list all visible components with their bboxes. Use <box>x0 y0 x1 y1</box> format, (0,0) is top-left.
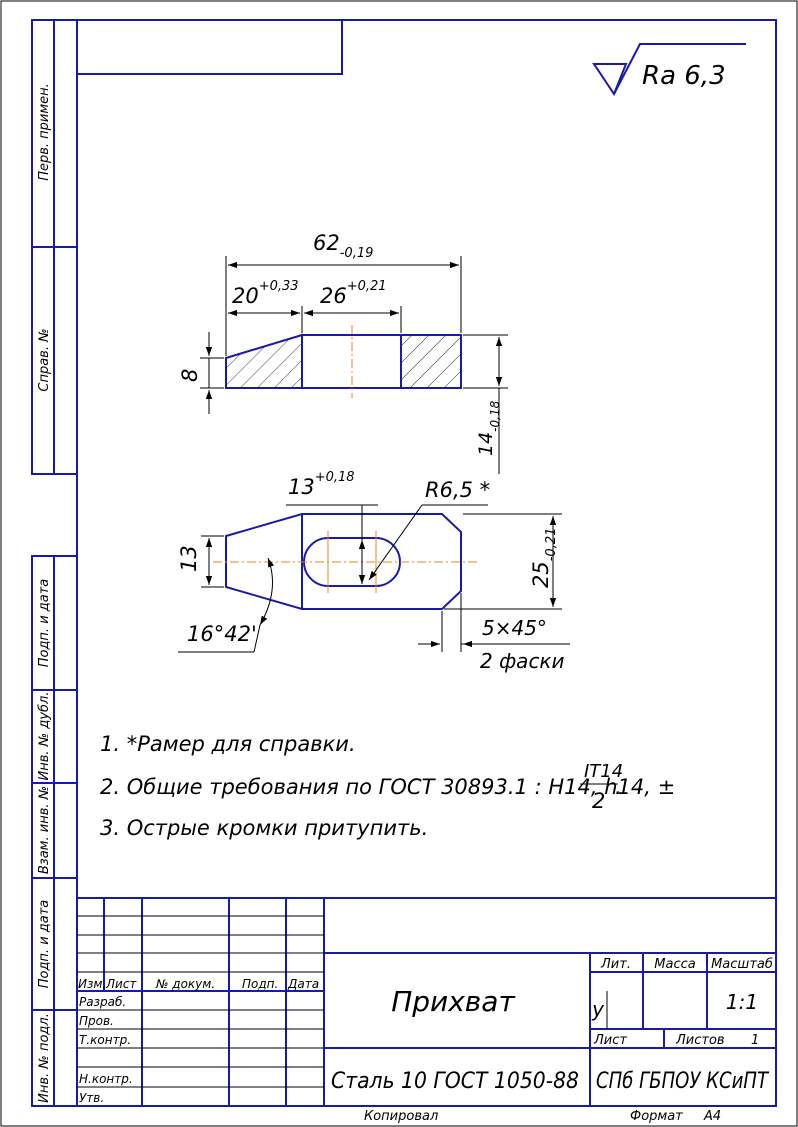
title-block-frame <box>77 897 776 1106</box>
top-dimensions <box>178 504 570 653</box>
note-2: 2. Общие требования по ГОСТ 30893.1 : H1… <box>100 775 675 799</box>
tb-masshtab-header: Масштаб <box>711 957 773 972</box>
side-label-podp-data-1: Подп. и дата <box>37 579 52 668</box>
roughness-value: Ra 6,3 <box>642 61 726 91</box>
section-right-hatched <box>400 334 462 389</box>
tb-header-data: Дата <box>287 977 319 991</box>
front-view <box>225 325 462 398</box>
footer-kopiroval: Копировал <box>364 1109 438 1124</box>
tb-role-utv: Утв. <box>79 1091 104 1105</box>
left-lower-columns <box>31 555 78 1107</box>
side-label-perv-primen: Перв. примен. <box>37 83 52 181</box>
note-2-numerator: IT14 <box>584 761 623 782</box>
footer-format-label: Формат <box>630 1109 683 1124</box>
dim-radius: R6,5 * <box>425 478 490 502</box>
note-2-end: . <box>615 775 622 799</box>
note-1: 1. *Рамер для справки. <box>100 732 356 756</box>
dim-angle: 16°42' <box>187 622 257 646</box>
dim-8: 8 <box>178 369 202 382</box>
dim-13-left: 13 <box>177 545 201 572</box>
tb-header-podp: Подп. <box>242 977 278 991</box>
tb-role-tkontr: Т.контр. <box>79 1033 131 1047</box>
top-left-stamp-box <box>77 20 343 75</box>
tb-header-list: Лист <box>105 977 137 991</box>
tb-massa-header: Масса <box>654 957 695 972</box>
tb-header-n-dokum: № докум. <box>155 977 215 991</box>
dim-25: 25-0,21 <box>529 528 559 588</box>
top-view-outline <box>225 513 462 610</box>
dim-13-top: 13+0,18 <box>288 470 355 499</box>
tb-list-label: Лист <box>593 1033 627 1048</box>
tb-header-izm: Изм. <box>78 977 106 991</box>
tb-organization: СПб ГБПОУ КСиПТ <box>596 1069 769 1094</box>
side-label-sprav-no: Справ. № <box>37 328 52 391</box>
tb-material: Сталь 10 ГОСТ 1050-88 <box>331 1069 579 1094</box>
dim-26: 26+0,21 <box>320 279 387 308</box>
roughness-symbol-icon <box>592 43 746 97</box>
tb-role-prov: Пров. <box>79 1014 114 1028</box>
tb-role-razrab: Разраб. <box>79 995 126 1009</box>
footer-format-value: А4 <box>703 1109 721 1124</box>
note-3: 3. Острые кромки притупить. <box>100 816 428 840</box>
dim-20: 20+0,33 <box>232 279 299 308</box>
tb-scale-value: 1:1 <box>726 990 758 1014</box>
side-label-inv-dubl: Инв. № дубл. <box>37 692 52 781</box>
tb-lit-value: у <box>591 997 605 1021</box>
left-upper-columns <box>31 19 78 475</box>
dim-62: 62-0,19 <box>313 231 373 261</box>
dim-14: 14-0,18 <box>475 400 502 456</box>
front-dimensions <box>200 256 508 474</box>
tb-listov-value: 1 <box>751 1033 759 1048</box>
tb-listov-label: Листов <box>675 1033 725 1048</box>
side-label-vzam-inv: Взам. инв. № <box>37 786 52 874</box>
dim-chamfer: 5×45° <box>482 616 547 640</box>
section-left-hatched <box>225 333 303 389</box>
tb-role-nkontr: Н.контр. <box>79 1072 133 1086</box>
tb-lit-header: Лит. <box>600 957 631 972</box>
tb-part-name: Прихват <box>391 985 515 1018</box>
note-2-denominator: 2 <box>592 789 605 813</box>
side-label-inv-podl: Инв. № подл. <box>37 1013 52 1103</box>
top-view <box>213 513 477 610</box>
dim-chamfer-note: 2 фаски <box>480 649 565 673</box>
side-label-podp-data-2: Подп. и дата <box>37 900 52 989</box>
title-block-thin-lines <box>77 915 608 1088</box>
